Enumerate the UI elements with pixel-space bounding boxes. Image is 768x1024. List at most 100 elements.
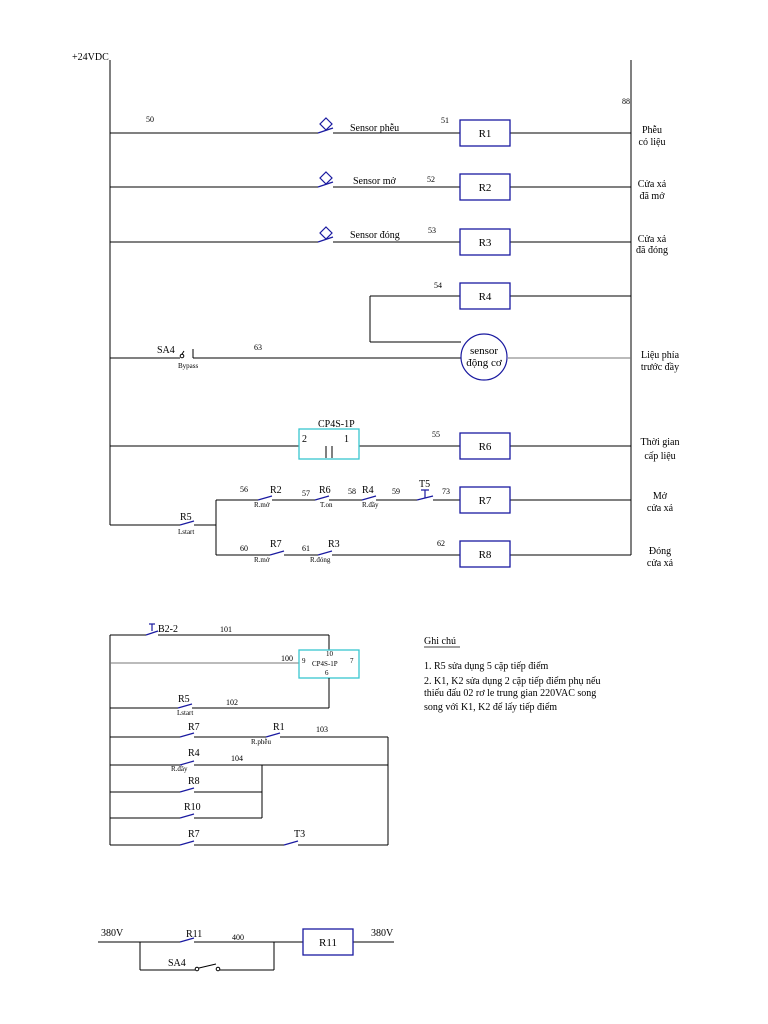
rung-desc-3b: đã đóng	[636, 245, 668, 256]
contact-r3-sub: R.đóng	[310, 556, 331, 564]
c3-right-label: 380V	[371, 928, 394, 939]
wire-52: 52	[427, 175, 435, 184]
power-circuit: 380V 380V R11 400 R11 SA4	[98, 928, 394, 972]
wire-53: 53	[428, 226, 436, 235]
coil-r1	[459, 119, 511, 147]
wire-55: 55	[432, 430, 440, 439]
contact-r7-label: R7	[270, 539, 282, 550]
timer-t5-label: T5	[419, 479, 430, 490]
note-line-4: song với K1, K2 để lấy tiếp điểm	[424, 702, 557, 713]
motor-sensor-label: sensor	[470, 345, 498, 357]
coil-label: R8	[479, 549, 492, 561]
timer-pin-10: 10	[326, 650, 334, 658]
coil-label: R6	[479, 441, 492, 453]
notes: Ghi chú 1. R5 sửa dụng 5 cặp tiếp điểm 2…	[424, 636, 601, 713]
coil-r11	[302, 928, 354, 956]
wire-51: 51	[441, 116, 449, 125]
rung-desc-1b: có liệu	[639, 137, 666, 148]
note-line-3: thiếu đấu 02 rơ le trung gian 220VAC son…	[424, 688, 596, 699]
contact-r4-sub: R.đầy	[362, 501, 379, 509]
coil-label: R2	[479, 182, 492, 194]
notes-title: Ghi chú	[424, 636, 456, 647]
rung-desc-1a: Phễu	[642, 125, 662, 136]
c3-contact-label: R11	[186, 929, 202, 940]
selector-switch-icon	[179, 349, 194, 359]
wire-100: 100	[281, 654, 293, 663]
button-label: B2-2	[158, 624, 178, 635]
c3-switch-label: SA4	[168, 958, 186, 969]
wire-400: 400	[232, 933, 244, 942]
rung-6: CP4S-1P 2 1 55 R6 Thời gian cấp liệu	[110, 419, 679, 462]
rung-desc-7b: cửa xả	[647, 503, 674, 514]
timer-pin-b: 1	[344, 434, 349, 445]
wire-61: 61	[302, 544, 310, 553]
c3-left-label: 380V	[101, 928, 124, 939]
sensor-label: Sensor đóng	[350, 230, 400, 241]
wire-103: 103	[316, 725, 328, 734]
coil-label: R3	[479, 237, 492, 249]
coil-r2	[459, 173, 511, 201]
timer-control-circuit: B2-2 101 100 10 9 7 CP4S-1P 6 R5 Lstart …	[109, 623, 389, 846]
wire-73: 73	[442, 487, 450, 496]
rung-1: 50 Sensor phễu 51 R1 Phễu có liệu	[110, 115, 665, 148]
sensor-contact-icon	[317, 226, 334, 243]
rung-7-8-branch: R5 Lstart 56 R2 R.mở 57 R6 T.on 58 R4 R.…	[110, 479, 674, 569]
note-line-1: 1. R5 sửa dụng 5 cặp tiếp điểm	[424, 661, 549, 672]
timer-label: CP4S-1P	[318, 419, 355, 430]
rung-desc-7a: Mở	[653, 491, 668, 502]
c2-r5-sub: Lstart	[177, 709, 193, 717]
wire-57: 57	[302, 489, 310, 498]
c2-t3-label: T3	[294, 829, 305, 840]
wire-104: 104	[231, 754, 243, 763]
coil-r4	[459, 282, 511, 310]
sensor-label: Sensor mở	[353, 176, 397, 187]
branch-contact-sub: Lstart	[178, 528, 194, 536]
wire-50: 50	[146, 115, 154, 124]
c2-r10-label: R10	[184, 802, 201, 813]
wire-62: 62	[437, 539, 445, 548]
rung-desc-5b: trước đầy	[641, 362, 679, 373]
sensor-label: Sensor phễu	[350, 123, 399, 134]
contact-r2-sub: R.mở	[254, 501, 270, 509]
rung-2: Sensor mở 52 R2 Cửa xả đã mở	[110, 171, 667, 202]
note-line-2: 2. K1, K2 sửa dụng 2 cặp tiếp điểm phụ n…	[424, 676, 601, 687]
c2-r8-label: R8	[188, 776, 200, 787]
motor-sensor-circle	[460, 333, 508, 381]
contact-r6-label: R6	[319, 485, 331, 496]
rung-desc-8a: Đóng	[649, 546, 671, 557]
rung-desc-6b: cấp liệu	[644, 451, 675, 462]
coil-r3	[459, 228, 511, 256]
sensor-contact-icon	[317, 171, 334, 188]
coil-r6	[459, 432, 511, 460]
rung-desc-5a: Liệu phía	[641, 350, 680, 361]
switch-label: SA4	[157, 345, 175, 356]
branch-contact-label: R5	[180, 512, 192, 523]
contact-r7-sub: R.mở	[254, 556, 270, 564]
c2-r4-sub: R.đầy	[171, 765, 188, 773]
switch-sub: Bypass	[178, 362, 199, 370]
timer-block	[298, 428, 360, 460]
rung-3: Sensor đóng 53 R3 Cửa xả đã đóng	[110, 226, 668, 256]
rung-desc-8b: cửa xả	[647, 558, 674, 569]
wire-60: 60	[240, 544, 248, 553]
rung-desc-2a: Cửa xả	[638, 179, 667, 190]
coil-r7	[459, 486, 511, 514]
contact-r3-label: R3	[328, 539, 340, 550]
timer-pin-a: 2	[302, 434, 307, 445]
coil-label: R1	[479, 128, 492, 140]
right-rail-node: 88	[622, 97, 630, 106]
timer-pin-9: 9	[302, 657, 306, 665]
wire-101: 101	[220, 625, 232, 634]
rung-desc-2b: đã mở	[639, 191, 665, 202]
timer-pin-7: 7	[350, 657, 354, 665]
contact-r2-label: R2	[270, 485, 282, 496]
wire-56: 56	[240, 485, 248, 494]
c2-r5-label: R5	[178, 694, 190, 705]
contact-r6-sub: T.on	[320, 501, 333, 509]
rung-5: SA4 Bypass 63 sensor động cơ Liệu phía t…	[110, 333, 680, 381]
rung-desc-6a: Thời gian	[641, 437, 680, 448]
c2-r1-label: R1	[273, 722, 285, 733]
wire-54: 54	[434, 281, 442, 290]
motor-sensor-label2: động cơ	[466, 357, 502, 369]
